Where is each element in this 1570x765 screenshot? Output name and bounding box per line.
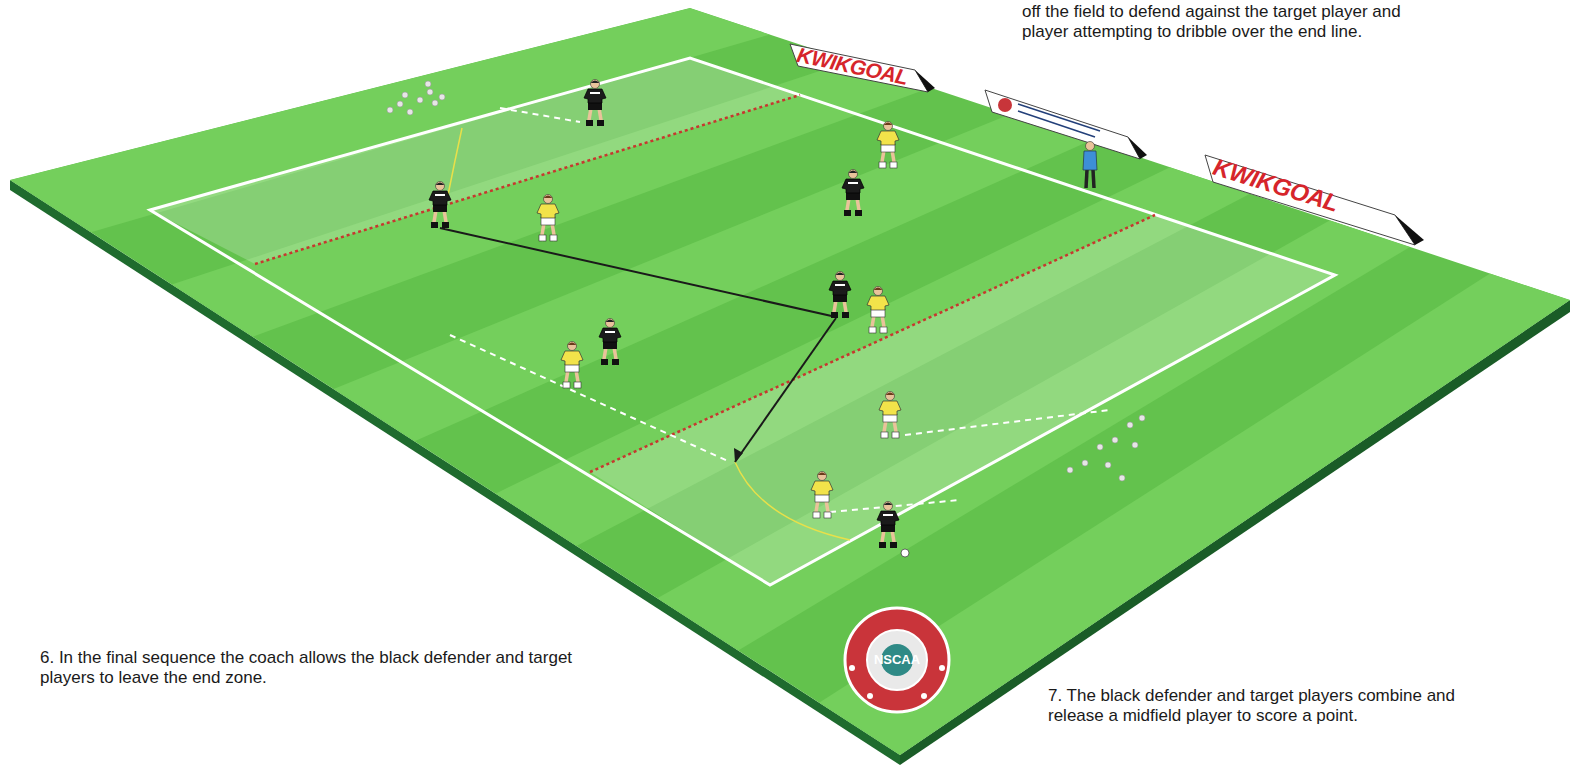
note-text: off the field to defend against the targ…	[1022, 2, 1422, 43]
callout-note: 7. The black defender and target players…	[1048, 686, 1488, 727]
callout-note: 6. In the final sequence the coach allow…	[40, 648, 580, 689]
logo-text: NSCAA	[874, 652, 920, 668]
